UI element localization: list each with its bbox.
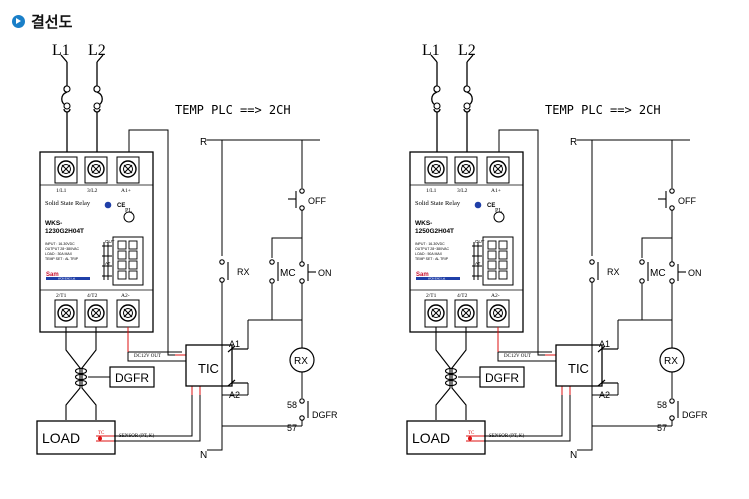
rail-bottom-label: N	[200, 450, 207, 461]
ce-mark: CE	[487, 203, 495, 209]
ssr-spec-4: TEMP SET : AL TRIP	[45, 257, 79, 261]
tc-label: TC	[98, 431, 105, 436]
play-bullet-icon	[12, 14, 25, 28]
rail-bottom-label: N	[570, 450, 577, 461]
dc-out-label: DC12V OUT	[504, 354, 531, 359]
terminal-58-label: 58	[287, 400, 297, 410]
ssr-logo: Sam	[46, 272, 59, 278]
tc-label: TC	[468, 431, 475, 436]
l1-label: L1	[52, 42, 70, 59]
terminal-57-label: 57	[287, 423, 297, 433]
ssr-term-top-2: 3/L2	[87, 188, 98, 194]
rail-top-label: R	[570, 137, 577, 148]
ssr-spec-4: TEMP SET : AL TRIP	[415, 257, 449, 261]
ssr-spec-2: OUTPUT 28~380VAC	[45, 247, 79, 251]
sensor-label: SENSOR (PT, K)	[489, 434, 525, 439]
rx-coil-label: RX	[664, 356, 678, 367]
tic-label: TIC	[568, 361, 589, 376]
load-box-label: LOAD	[42, 430, 80, 446]
tic-a1-label: A1	[599, 339, 610, 349]
tic-a1-label: A1	[229, 339, 240, 349]
rail-top-label: R	[200, 137, 207, 148]
rx-contact-label: RX	[237, 267, 250, 277]
ssr-spec-2: OUTPUT 28~380VAC	[415, 247, 449, 251]
terminal-58-label: 58	[657, 400, 667, 410]
dgfr-contact-label: DGFR	[312, 410, 338, 420]
l2-label: L2	[88, 42, 106, 59]
ssr-spec-3: LOAD : 50A MAX	[415, 252, 443, 256]
ssr-pl-label: PL	[495, 208, 502, 214]
ssr-pl-label: PL	[125, 208, 132, 214]
ssr-term-top-1: 1/L1	[56, 188, 67, 194]
ssr-logo-sub: WON ENG Ltd.	[428, 277, 446, 281]
ssr-at-label: AT	[475, 261, 481, 266]
rx-coil-label: RX	[294, 356, 308, 367]
l2-label: L2	[458, 42, 476, 59]
ssr-term-top-3: A1+	[491, 188, 501, 194]
ssr-term-top-2: 3/L2	[457, 188, 468, 194]
ssr-model-line1: WKS-	[45, 220, 62, 227]
section-header: 결선도	[12, 10, 72, 32]
on-label: ON	[318, 268, 332, 278]
mc-contact-label: MC	[280, 268, 296, 279]
ssr-term-top-1: 1/L1	[426, 188, 437, 194]
wiring-diagram-2: L1 L2 TEMP PLC ==> 2CH R N 1/L1 3/L2 A1+…	[405, 42, 708, 461]
dgfr-contact-label: DGFR	[682, 410, 708, 420]
ssr-spec-1: INPUT : 16-30VDC	[415, 242, 445, 246]
ssr-out-label: OUT	[475, 239, 485, 244]
ssr-logo-sub: WON ENG Ltd.	[58, 277, 76, 281]
ssr-term-bottom-1: 2/T1	[56, 293, 67, 299]
plc-label: TEMP PLC ==> 2CH	[175, 103, 291, 117]
ssr-term-bottom-3: A2-	[491, 293, 500, 299]
ssr-out-label: OUT	[105, 239, 115, 244]
dgfr-box-label: DGFR	[485, 371, 519, 385]
ssr-spec-1: INPUT : 16-30VDC	[45, 242, 75, 246]
ssr-logo: Sam	[416, 272, 429, 278]
ssr-model-line2: 1230G2H04T	[45, 228, 84, 235]
off-label: OFF	[308, 196, 326, 206]
ssr-brand: Solid State Relay	[415, 200, 461, 207]
off-label: OFF	[678, 196, 696, 206]
ssr-term-top-3: A1+	[121, 188, 131, 194]
tic-label: TIC	[198, 361, 219, 376]
ssr-spec-3: LOAD : 30A MAX	[45, 252, 73, 256]
mc-contact-label: MC	[650, 268, 666, 279]
load-box-label: LOAD	[412, 430, 450, 446]
ssr-at-label: AT	[105, 261, 111, 266]
dc-out-label: DC12V OUT	[134, 354, 161, 359]
wiring-diagram-1: L1 L2 TEMP PLC ==> 2CH R N 1/L1 3/L2 A1+…	[35, 42, 338, 461]
on-label: ON	[688, 268, 702, 278]
sensor-label: SENSOR (PT, K)	[119, 434, 155, 439]
section-title: 결선도	[31, 12, 73, 31]
ssr-term-bottom-2: 4/T2	[87, 293, 98, 299]
ssr-term-bottom-1: 2/T1	[426, 293, 437, 299]
ssr-model-line2: 1250G2H04T	[415, 228, 454, 235]
ssr-term-bottom-2: 4/T2	[457, 293, 468, 299]
terminal-57-label: 57	[657, 423, 667, 433]
ssr-brand: Solid State Relay	[45, 200, 91, 207]
ce-mark: CE	[117, 203, 125, 209]
dgfr-box-label: DGFR	[115, 371, 149, 385]
ssr-model-line1: WKS-	[415, 220, 432, 227]
l1-label: L1	[422, 42, 440, 59]
tic-a2-label: A2	[599, 390, 610, 400]
plc-label: TEMP PLC ==> 2CH	[545, 103, 661, 117]
rx-contact-label: RX	[607, 267, 620, 277]
ssr-term-bottom-3: A2-	[121, 293, 130, 299]
tic-a2-label: A2	[229, 390, 240, 400]
